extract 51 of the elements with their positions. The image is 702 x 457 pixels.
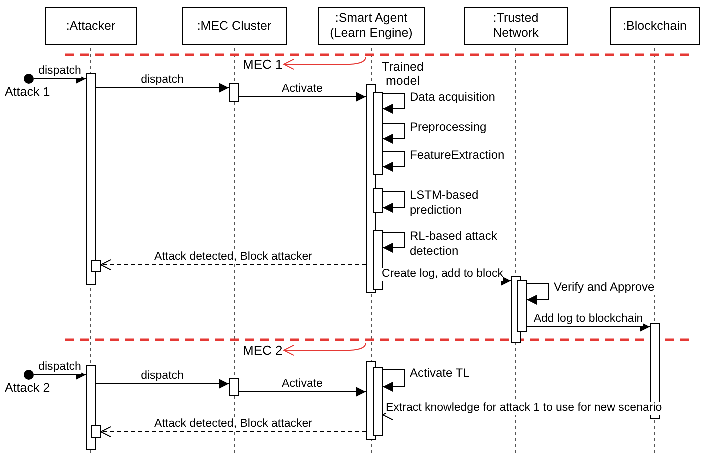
activation-bar [373,367,383,436]
fragment-label: MEC 1 [243,57,283,72]
activation-bar [373,92,383,175]
participant-box: :Trusted Network [464,7,568,45]
activation-bar [373,188,383,213]
message-label: Data acquisition [410,90,496,105]
activation-bar [517,280,527,332]
message-label: Preprocessing [410,120,487,135]
participant-box: :Attacker [45,7,137,45]
message-arrow [100,260,366,270]
message-arrow [382,192,406,213]
message-arrow [96,83,230,93]
message-label: Attack detected, Block attacker [154,251,312,264]
participant-box: :Blockchain [610,7,700,45]
activation-bar [86,73,96,285]
participant-box: :MEC Cluster [182,7,287,45]
message-arrow [34,74,86,84]
activation-bar [229,83,239,102]
note-text: Trained model [381,60,425,88]
message-label: dispatch [141,74,184,87]
message-arrow [100,426,366,438]
message-label: dispatch [38,361,82,374]
message-arrow [526,322,650,332]
message-arrow [34,370,86,380]
activation-bar [91,260,101,272]
message-label: Attack detected, Block attacker [154,418,312,431]
message-label: Add log to blockchain [534,313,644,326]
participant-box: :Smart Agent (Learn Engine) [318,7,425,45]
activation-bar [91,425,101,438]
message-arrow [382,152,406,172]
message-label: Create log, add to block [382,268,504,281]
message-arrow [238,387,366,397]
message-arrow [382,94,406,114]
fragment-label: MEC 2 [243,343,283,358]
activation-bar [373,230,383,290]
activation-bar [86,365,96,450]
message-arrow [284,56,366,70]
message-label: Extract knowledge for attack 1 to use for new scenario [386,402,662,415]
message-arrow [238,92,366,102]
message-arrow [526,284,550,305]
actor-label: Attack 1 [5,85,50,100]
message-arrow [382,370,406,392]
message-label: Verify and Approve [554,280,655,295]
message-label: dispatch [38,65,82,78]
message-arrow [284,342,366,356]
message-arrow [382,232,406,253]
message-label: dispatch [141,370,184,383]
actor-label: Attack 2 [5,381,50,396]
message-arrow [96,379,230,389]
message-arrow [382,124,406,144]
activation-bar [229,378,239,396]
